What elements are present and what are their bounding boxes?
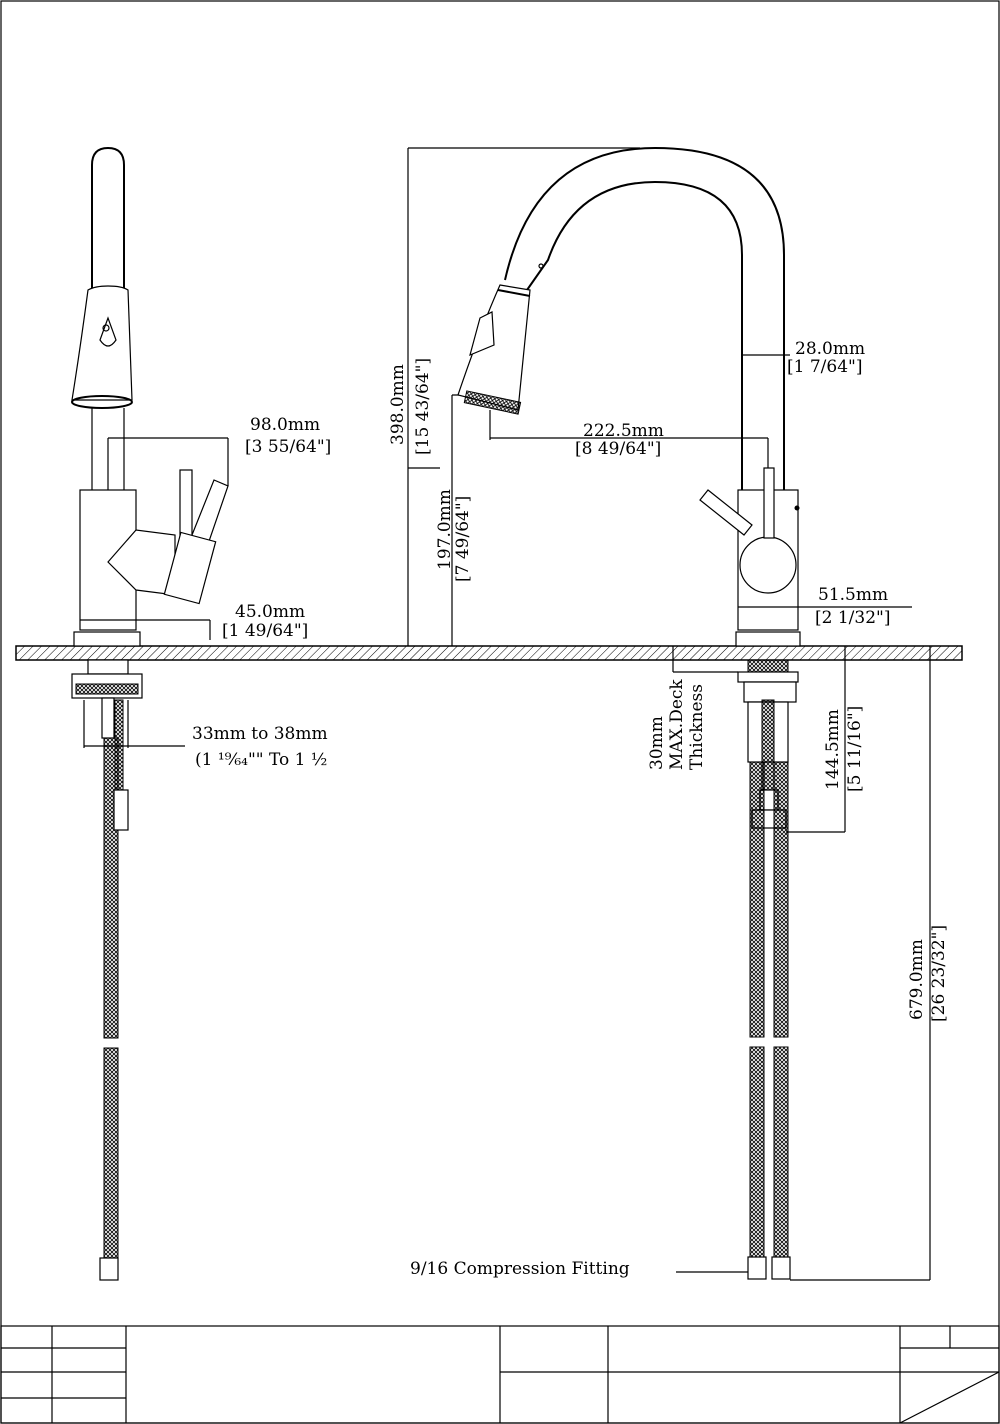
dim-label: 33mm to 38mm: [192, 724, 328, 744]
faucet-front-view: [457, 146, 801, 1280]
dim-label: 197.0mm: [435, 489, 455, 570]
dim-deck-thickness: 30mm MAX.Deck Thickness: [647, 646, 738, 770]
dim-handle-reach: 98.0mm [3 55/64"]: [107, 415, 331, 490]
dim-base-width: 45.0mm [1 49/64"]: [80, 602, 308, 641]
dim-label: 51.5mm: [818, 585, 888, 605]
dim-label: 9/16 Compression Fitting: [410, 1259, 630, 1279]
dim-label: [15 43/64"]: [413, 358, 433, 455]
dim-label: [3 55/64"]: [245, 437, 331, 457]
dim-label: 28.0mm: [795, 339, 865, 359]
faucet-side-view: [71, 146, 229, 1281]
dim-total-height: 398.0mm [15 43/64"]: [388, 147, 640, 646]
dim-label: [1 49/64"]: [222, 621, 308, 641]
dim-label: MAX.Deck: [667, 679, 687, 770]
dim-label: [26 23/32"]: [929, 925, 949, 1022]
dim-hole-size: 33mm to 38mm (1 ¹⁹⁄₆₄"" To 1 ½: [83, 700, 328, 770]
dim-label: [7 49/64"]: [453, 496, 473, 582]
dim-label: [5 11/16"]: [845, 706, 865, 792]
dim-label: [1 7/64"]: [787, 357, 862, 377]
fitting-callout: 9/16 Compression Fitting: [410, 1259, 748, 1279]
dim-spout-height: 197.0mm [7 49/64"]: [435, 394, 473, 646]
dim-label: 98.0mm: [250, 415, 320, 435]
dim-label: [8 49/64"]: [575, 439, 661, 459]
dim-label: 222.5mm: [583, 421, 664, 441]
dim-spout-diameter: 28.0mm [1 7/64"]: [742, 339, 865, 377]
dim-body-diameter: 51.5mm [2 1/32"]: [738, 585, 912, 628]
dim-label: (1 ¹⁹⁄₆₄"" To 1 ½: [195, 750, 327, 770]
dim-label: 144.5mm: [823, 709, 843, 790]
dim-hose-length: 679.0mm [26 23/32"]: [790, 646, 949, 1281]
dim-shank-length: 144.5mm [5 11/16"]: [786, 646, 865, 833]
title-block: [0, 1325, 1000, 1424]
dim-label: [2 1/32"]: [815, 608, 890, 628]
dim-label: Thickness: [687, 684, 707, 770]
countertop-deck: [15, 645, 963, 661]
dim-label: 30mm: [647, 716, 667, 770]
dim-label: 398.0mm: [388, 364, 408, 445]
dim-spout-reach: 222.5mm [8 49/64"]: [489, 410, 769, 468]
dim-label: 45.0mm: [235, 602, 305, 622]
dim-label: 679.0mm: [907, 939, 927, 1020]
